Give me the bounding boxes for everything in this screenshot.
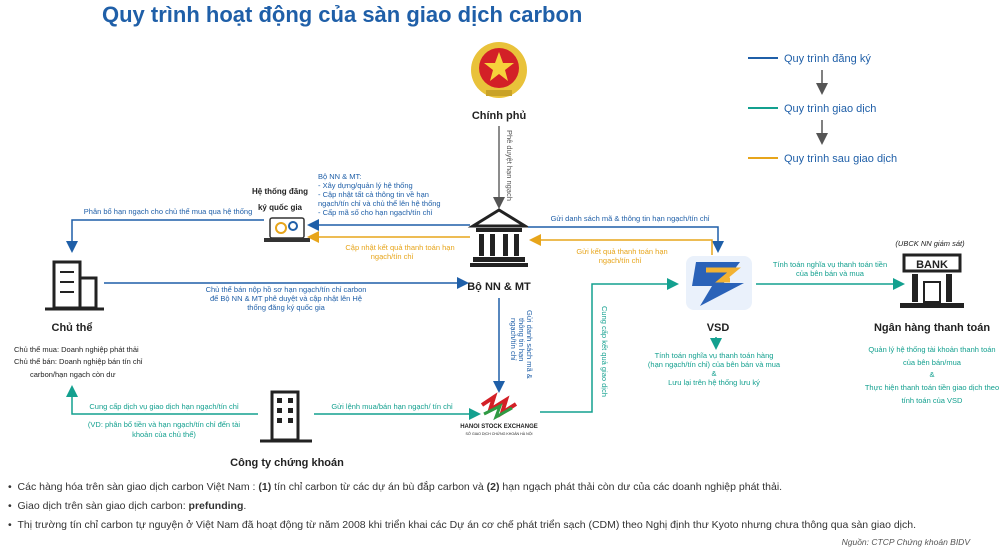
arrow-allocate (66, 219, 264, 253)
arrow-hnx-vsd (540, 278, 679, 413)
page-title: Quy trình hoạt động của sàn giao dịch ca… (102, 2, 582, 27)
label-vsd-bank-0: Tính toán nghĩa vụ thanh toán tiền (773, 260, 887, 269)
label-allocate: Phân bổ hạn ngạch cho chủ thể mua qua hệ… (84, 207, 252, 216)
label-gov-approve: Phê duyệt hạn ngạch (505, 130, 514, 201)
arrow-send-result (529, 234, 713, 255)
ministry-task-0: Bộ NN & MT: (318, 172, 361, 181)
bank-desc-3: Thực hiện thanh toán tiền giao dịch theo (865, 383, 999, 392)
node-ministry: Bộ NN & MT (467, 281, 531, 293)
ministry-hnx-2: ngạch/tín chỉ (509, 318, 518, 361)
label-send-code: Gửi danh sách mã & thông tin hạn ngạch/t… (551, 214, 710, 223)
broker-building-icon (260, 390, 312, 443)
label-seller-submit: Chủ thể bán nộp hồ sơ hạn ngạch/tín chỉ … (206, 285, 367, 312)
vsd-desc-0: Tính toán nghĩa vụ thanh toán hàng (655, 351, 774, 360)
label-broker-service: Cung cấp dịch vụ giao dịch hạn ngạch/tín… (89, 402, 239, 411)
bank-desc: Quản lý hệ thống tài khoản thanh toán củ… (865, 345, 999, 405)
label-ministry-hnx: Gửi danh sách mã & thông tin hạn ngạch/t… (509, 310, 534, 379)
hnx-logo-icon (480, 392, 518, 421)
node-broker: Công ty chứng khoán (230, 457, 344, 469)
node-bank: Ngân hàng thanh toán (874, 322, 990, 334)
label-hnx-vsd: Cung cấp kết quả giao dịch (600, 306, 609, 397)
bank-building-icon: BANK (900, 253, 964, 308)
label-update-result-1: ngạch/tín chỉ (371, 252, 414, 261)
arrow-send-code (528, 226, 724, 253)
seller-submit-1: để Bộ NN & MT phê duyệt và cập nhật lên … (210, 294, 362, 303)
registry-label-1: Hệ thống đăng (252, 187, 308, 196)
bank-desc-0: Quản lý hệ thống tài khoản thanh toán (868, 345, 995, 354)
vsd-desc-3: Lưu lại trên hệ thống lưu ký (668, 378, 760, 387)
ministry-hnx-0: Gửi danh sách mã & (525, 310, 534, 379)
vsd-desc-2: & (711, 369, 716, 378)
legend: Quy trình đăng ký Quy trình giao dịch Qu… (748, 53, 897, 165)
vsd-logo-icon (686, 256, 752, 310)
node-government: Chính phủ (472, 110, 526, 122)
note-item: • Giao dịch trên sàn giao dịch carbon: p… (8, 500, 247, 512)
bank-desc-4: tính toán của VSD (902, 396, 963, 405)
legend-trade: Quy trình giao dịch (784, 103, 876, 115)
note-item: • Các hàng hóa trên sàn giao dịch carbon… (8, 481, 783, 493)
hnx-name-vi: SỞ GIAO DỊCH CHỨNG KHOÁN HÀ NỘI (465, 431, 532, 436)
ministry-building-icon (467, 208, 531, 267)
label-send-result-1: ngạch/tín chỉ (599, 256, 642, 265)
seller-submit-0: Chủ thể bán nộp hồ sơ hạn ngạch/tín chỉ … (206, 285, 367, 294)
ministry-task-1: - Xây dựng/quản lý hệ thống (318, 181, 413, 190)
registry-system-icon (264, 217, 310, 242)
ministry-task-2: - Cập nhật tất cả thông tin về hạn (318, 190, 429, 199)
vsd-desc-1: (hạn ngạch/tín chỉ) của bên bán và mua (648, 360, 781, 369)
legend-post: Quy trình sau giao dịch (784, 153, 897, 165)
owner-desc-2: carbon/hạn ngạch còn dư (30, 370, 116, 379)
arrow-broker-service (66, 385, 258, 415)
seller-submit-2: thống đăng ký quốc gia (247, 303, 325, 312)
government-emblem-icon (471, 42, 527, 98)
ministry-hnx-1: thông tin hạn (517, 318, 526, 361)
owner-desc-0: Chủ thể mua: Doanh nghiệp phát thải (14, 345, 139, 354)
label-send-result-0: Gửi kết quả thanh toán hạn (576, 247, 667, 256)
label-order: Gửi lệnh mua/bán hạn ngạch/ tín chỉ (331, 402, 453, 411)
hnx-name: HANOI STOCK EXCHANGE (460, 424, 538, 430)
label-broker-example-1: khoản của chủ thể) (132, 430, 196, 439)
owner-desc-1: Chủ thể bán: Doanh nghiệp bán tín chỉ (14, 357, 143, 366)
ministry-tasks: Bộ NN & MT: - Xây dựng/quản lý hệ thống … (318, 172, 441, 217)
bank-desc-2: & (929, 370, 934, 379)
ministry-task-3: ngạch/tín chỉ và chủ thể lên hệ thống (318, 199, 441, 208)
label-broker-example-0: (VD: phân bổ tiền và hạn ngạch/tín chỉ đ… (88, 420, 241, 429)
source-note: Nguồn: CTCP Chứng khoán BIDV (841, 537, 970, 547)
registry-label-2: ký quốc gia (258, 203, 303, 212)
owner-building-icon (45, 260, 104, 311)
owner-desc: Chủ thể mua: Doanh nghiệp phát thải Chủ … (14, 345, 143, 379)
node-vsd: VSD (707, 322, 730, 334)
notes-list: • Các hàng hóa trên sàn giao dịch carbon… (8, 478, 988, 535)
legend-register: Quy trình đăng ký (784, 53, 871, 65)
note-item: • Thị trường tín chỉ carbon tự nguyện ở … (8, 519, 917, 531)
label-update-result-0: Cập nhật kết quả thanh toán hạn (345, 243, 454, 252)
ubck-note: (UBCK NN giám sát) (895, 239, 965, 248)
vsd-desc: Tính toán nghĩa vụ thanh toán hàng (hạn … (648, 351, 781, 387)
bank-desc-1: của bên bán/mua (903, 358, 962, 367)
ministry-task-4: - Cấp mã số cho hạn ngạch/tín chỉ (318, 208, 433, 217)
node-owner: Chủ thể (52, 322, 93, 334)
label-vsd-bank-1: của bên bán và mua (796, 269, 865, 278)
bank-sign: BANK (916, 259, 948, 271)
